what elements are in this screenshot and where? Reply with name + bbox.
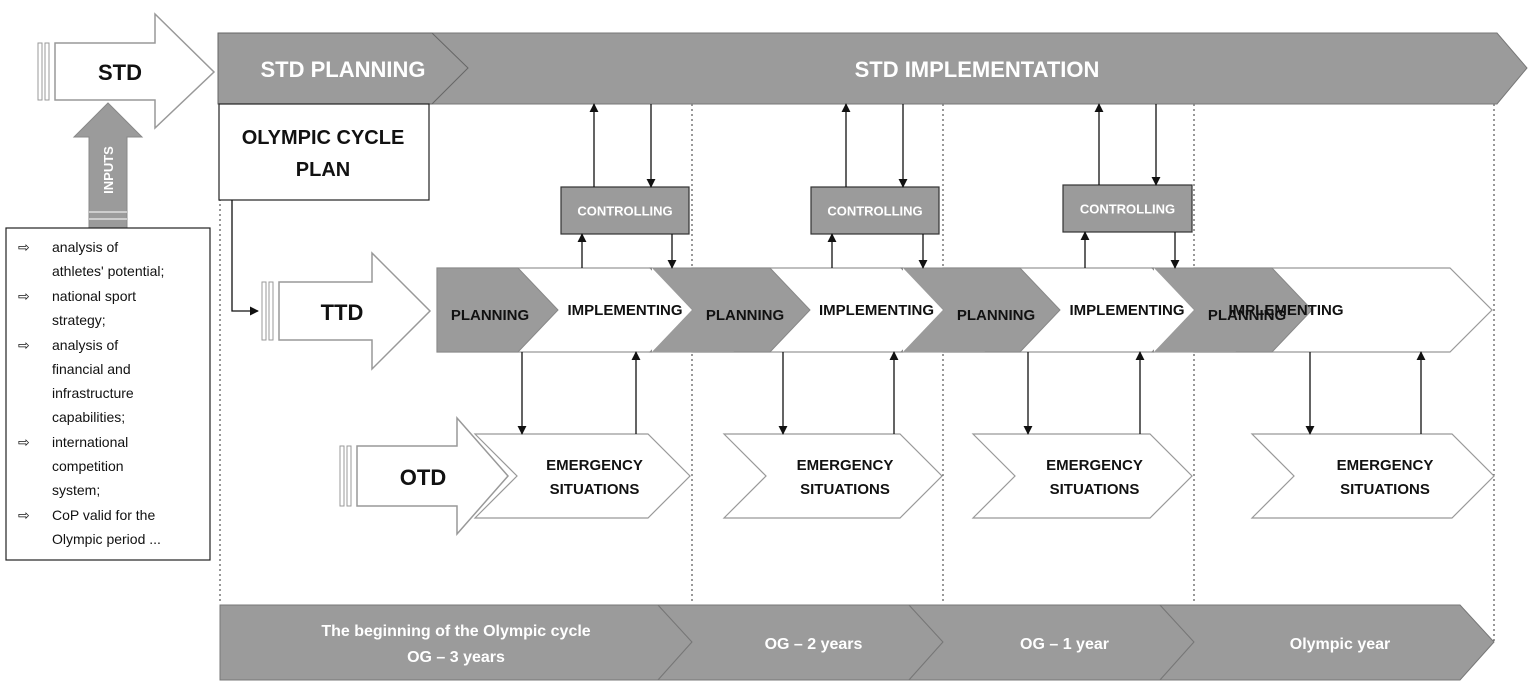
implementing-tip (652, 268, 692, 352)
bullet-arrow-icon: ⇨ (18, 337, 30, 353)
input-item-line: national sport (52, 288, 136, 304)
timeline-label: OG – 2 years (765, 636, 863, 653)
planning-label: PLANNING (451, 307, 529, 324)
timeline-label: OG – 1 year (1020, 636, 1109, 653)
controlling-box (810, 186, 940, 235)
controlling-label: CONTROLLING (577, 204, 672, 219)
std-label: STD (98, 60, 142, 85)
emergency-label-line1: EMERGENCY (1046, 457, 1143, 474)
implementing-tip (903, 268, 943, 352)
planning-label: PLANNING (1208, 307, 1286, 324)
inputs-arrow: INPUTS (72, 102, 144, 229)
emergency-label-line2: SITUATIONS (550, 481, 640, 498)
input-item-line: strategy; (52, 312, 106, 328)
controlling-box (1062, 184, 1193, 233)
input-item-line: athletes' potential; (52, 263, 164, 279)
emergency-label-line2: SITUATIONS (1050, 481, 1140, 498)
implementing-label: IMPLEMENTING (1229, 302, 1344, 319)
bullet-arrow-icon: ⇨ (18, 507, 30, 523)
std-implementation-label: STD IMPLEMENTATION (855, 57, 1100, 82)
implementing-label: IMPLEMENTING (568, 302, 683, 319)
planning-label: PLANNING (706, 307, 784, 324)
emergency-chevron (1250, 433, 1495, 519)
olympic-cycle-plan: OLYMPIC CYCLE PLAN (218, 103, 430, 201)
input-item-line: competition (52, 458, 124, 474)
input-item-line: capabilities; (52, 409, 125, 425)
overlap-wedge (903, 310, 985, 352)
implementing-label: IMPLEMENTING (819, 302, 934, 319)
implementing-label: IMPLEMENTING (1070, 302, 1185, 319)
plan-to-ttd-connector (231, 200, 259, 316)
implementing-tip (1154, 268, 1194, 352)
emergency-chevron (722, 433, 943, 519)
emergency-label-line1: EMERGENCY (797, 457, 894, 474)
bullet-arrow-icon: ⇨ (18, 239, 30, 255)
overlap-wedge (1154, 310, 1236, 352)
timeline-segment (219, 604, 693, 681)
controlling-label: CONTROLLING (827, 204, 922, 219)
timeline-label-line1: The beginning of the Olympic cycle (321, 623, 590, 640)
emergency-chevron (473, 433, 691, 519)
top-bar: STD PLANNING STD IMPLEMENTATION (217, 32, 1528, 105)
std-arrow: STD (37, 12, 216, 130)
timeline: The beginning of the Olympic cycle OG – 3… (219, 604, 1495, 681)
input-item-line: Olympic period ... (52, 531, 161, 547)
std-planning-label: STD PLANNING (261, 57, 426, 82)
emergency-label-line1: EMERGENCY (1337, 457, 1434, 474)
input-item-line: international (52, 434, 128, 450)
emergency-label-line2: SITUATIONS (1340, 481, 1430, 498)
timeline-label: Olympic year (1290, 636, 1391, 653)
emergency-label-line1: EMERGENCY (546, 457, 643, 474)
input-item-line: system; (52, 482, 100, 498)
input-item-line: CoP valid for the (52, 507, 155, 523)
phase-separators (219, 104, 1495, 641)
otd-label: OTD (400, 465, 446, 490)
input-item-line: financial and (52, 361, 131, 377)
bullet-arrow-icon: ⇨ (18, 434, 30, 450)
overlap-wedge (652, 310, 734, 352)
bullet-arrow-icon: ⇨ (18, 288, 30, 304)
olympic-plan-line1: OLYMPIC CYCLE (242, 127, 405, 149)
input-item-line: infrastructure (52, 385, 134, 401)
inputs-label: INPUTS (101, 146, 116, 194)
ttd-arrow: TTD (261, 251, 432, 371)
planning-label: PLANNING (957, 307, 1035, 324)
input-item-line: analysis of (52, 337, 118, 353)
otd-arrow: OTD (339, 416, 509, 536)
olympic-plan-line2: PLAN (296, 159, 350, 181)
inputs-list: ⇨ analysis of athletes' potential; ⇨ nationa… (5, 227, 211, 561)
controlling-box (560, 186, 690, 235)
timeline-label-line2: OG – 3 years (407, 649, 505, 666)
input-item-line: analysis of (52, 239, 118, 255)
ttd-label: TTD (321, 300, 364, 325)
controlling-label: CONTROLLING (1080, 202, 1175, 217)
planning-chevron (436, 267, 559, 353)
timeline-segment (1158, 604, 1495, 681)
emergency-label-line2: SITUATIONS (800, 481, 890, 498)
emergency-chevron (971, 433, 1193, 519)
